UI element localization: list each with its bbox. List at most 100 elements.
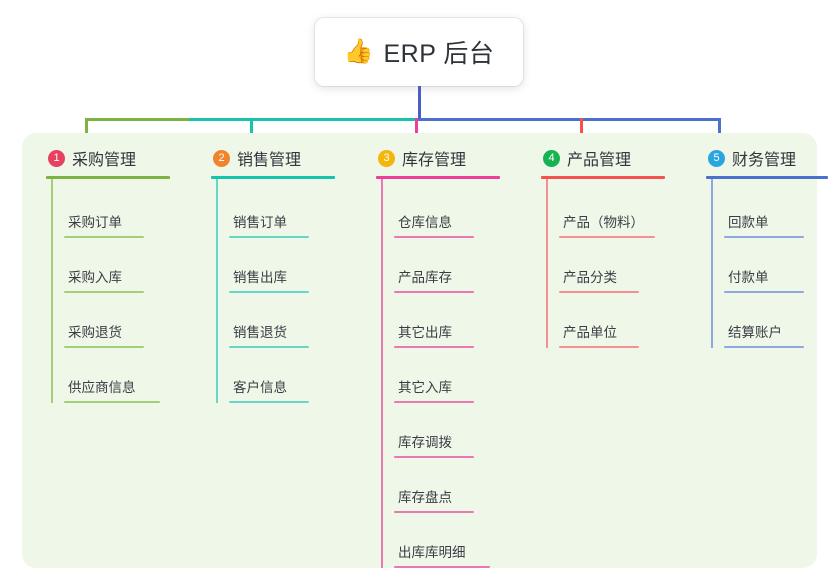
submenu-item[interactable]: 销售订单 — [211, 183, 335, 238]
submenu-item[interactable]: 客户信息 — [211, 348, 335, 403]
page-title: ERP 后台 — [383, 40, 495, 68]
submenu-item-underline — [724, 291, 804, 293]
submenu-item-underline — [394, 236, 474, 238]
thumbs-up-icon: 👍 — [343, 38, 374, 65]
drop-line-3 — [415, 118, 418, 146]
submenu-item[interactable]: 产品分类 — [541, 238, 665, 293]
submenu-item-underline — [64, 401, 160, 403]
module-number-badge: 2 — [213, 149, 230, 167]
submenu-item[interactable]: 销售退货 — [211, 293, 335, 348]
module-number-badge: 5 — [708, 149, 725, 167]
submenu-item-underline — [724, 236, 804, 238]
submenu-item[interactable]: 产品（物料） — [541, 183, 665, 238]
module-underline — [541, 176, 665, 179]
submenu-item[interactable]: 其它出库 — [376, 293, 500, 348]
module-underline — [706, 176, 828, 179]
submenu-item[interactable]: 产品单位 — [541, 293, 665, 348]
submenu-item-label: 仓库信息 — [398, 215, 452, 230]
submenu-item[interactable]: 供应商信息 — [46, 348, 170, 403]
submenu-item-underline — [64, 346, 144, 348]
submenu-item-underline — [559, 236, 655, 238]
submenu-item-underline — [394, 456, 474, 458]
submenu-item-underline — [394, 346, 474, 348]
module-underline — [211, 176, 335, 179]
submenu-item[interactable]: 仓库信息 — [376, 183, 500, 238]
submenu-item[interactable]: 销售出库 — [211, 238, 335, 293]
module-column-5: 5 财务管理回款单付款单结算账户 — [706, 145, 828, 348]
submenu-item[interactable]: 采购订单 — [46, 183, 170, 238]
module-number-badge: 3 — [378, 149, 395, 167]
submenu-item-label: 采购订单 — [68, 215, 122, 230]
submenu-spine — [711, 179, 713, 348]
submenu-item-label: 其它出库 — [398, 325, 452, 340]
module-title: 财务管理 — [732, 152, 797, 169]
module-title: 销售管理 — [237, 152, 302, 169]
submenu-item-label: 产品分类 — [563, 270, 617, 285]
submenu-item[interactable]: 付款单 — [706, 238, 828, 293]
submenu-group: 销售订单销售出库销售退货客户信息 — [211, 179, 335, 403]
module-number-badge: 4 — [543, 149, 560, 167]
submenu-group: 回款单付款单结算账户 — [706, 179, 828, 348]
submenu-item[interactable]: 回款单 — [706, 183, 828, 238]
bus-segment-3 — [418, 118, 720, 121]
submenu-item-underline — [229, 236, 309, 238]
submenu-item-underline — [64, 236, 144, 238]
submenu-item[interactable]: 产品库存 — [376, 238, 500, 293]
module-header-4[interactable]: 4 产品管理 — [541, 145, 665, 171]
submenu-item-label: 产品（物料） — [563, 215, 644, 230]
module-title: 产品管理 — [567, 152, 632, 169]
module-number-badge: 1 — [48, 149, 65, 167]
submenu-item-label: 销售退货 — [233, 325, 287, 340]
submenu-item[interactable]: 采购退货 — [46, 293, 170, 348]
submenu-item[interactable]: 结算账户 — [706, 293, 828, 348]
module-underline — [376, 176, 500, 179]
submenu-item-label: 付款单 — [728, 270, 769, 285]
root-node-card[interactable]: 👍 ERP 后台 — [315, 18, 523, 86]
submenu-item-underline — [724, 346, 804, 348]
submenu-item-underline — [229, 346, 309, 348]
module-column-2: 2 销售管理销售订单销售出库销售退货客户信息 — [211, 145, 335, 403]
drop-line-5 — [718, 118, 721, 146]
submenu-item-underline — [394, 291, 474, 293]
module-header-5[interactable]: 5 财务管理 — [706, 145, 828, 171]
submenu-group: 仓库信息产品库存其它出库其它入库库存调拨库存盘点出库库明细 — [376, 179, 500, 568]
bus-segment-1 — [85, 118, 191, 121]
module-title: 库存管理 — [402, 152, 467, 169]
submenu-item-label: 客户信息 — [233, 380, 287, 395]
submenu-item-label: 供应商信息 — [68, 380, 136, 395]
submenu-item-underline — [394, 401, 474, 403]
submenu-item[interactable]: 其它入库 — [376, 348, 500, 403]
submenu-spine — [546, 179, 548, 348]
submenu-item[interactable]: 出库库明细 — [376, 513, 500, 568]
submenu-item-underline — [229, 291, 309, 293]
module-header-2[interactable]: 2 销售管理 — [211, 145, 335, 171]
submenu-item[interactable]: 采购入库 — [46, 238, 170, 293]
submenu-group: 产品（物料） 产品分类产品单位 — [541, 179, 665, 348]
submenu-item-underline — [559, 291, 639, 293]
submenu-item-label: 采购退货 — [68, 325, 122, 340]
drop-line-2 — [250, 118, 253, 146]
module-column-4: 4 产品管理产品（物料） 产品分类产品单位 — [541, 145, 665, 348]
submenu-item[interactable]: 库存调拨 — [376, 403, 500, 458]
submenu-item-label: 产品单位 — [563, 325, 617, 340]
bus-segment-2 — [189, 118, 420, 121]
submenu-item[interactable]: 库存盘点 — [376, 458, 500, 513]
submenu-item-label: 出库库明细 — [398, 545, 466, 560]
submenu-spine — [216, 179, 218, 403]
submenu-item-label: 库存调拨 — [398, 435, 452, 450]
module-underline — [46, 176, 170, 179]
submenu-item-underline — [229, 401, 309, 403]
submenu-item-label: 库存盘点 — [398, 490, 452, 505]
submenu-item-label: 采购入库 — [68, 270, 122, 285]
module-header-3[interactable]: 3 库存管理 — [376, 145, 500, 171]
submenu-spine — [381, 179, 383, 568]
submenu-item-underline — [394, 566, 490, 568]
submenu-item-label: 其它入库 — [398, 380, 452, 395]
submenu-group: 采购订单采购入库采购退货供应商信息 — [46, 179, 170, 403]
submenu-spine — [51, 179, 53, 403]
trunk-line — [418, 86, 421, 120]
